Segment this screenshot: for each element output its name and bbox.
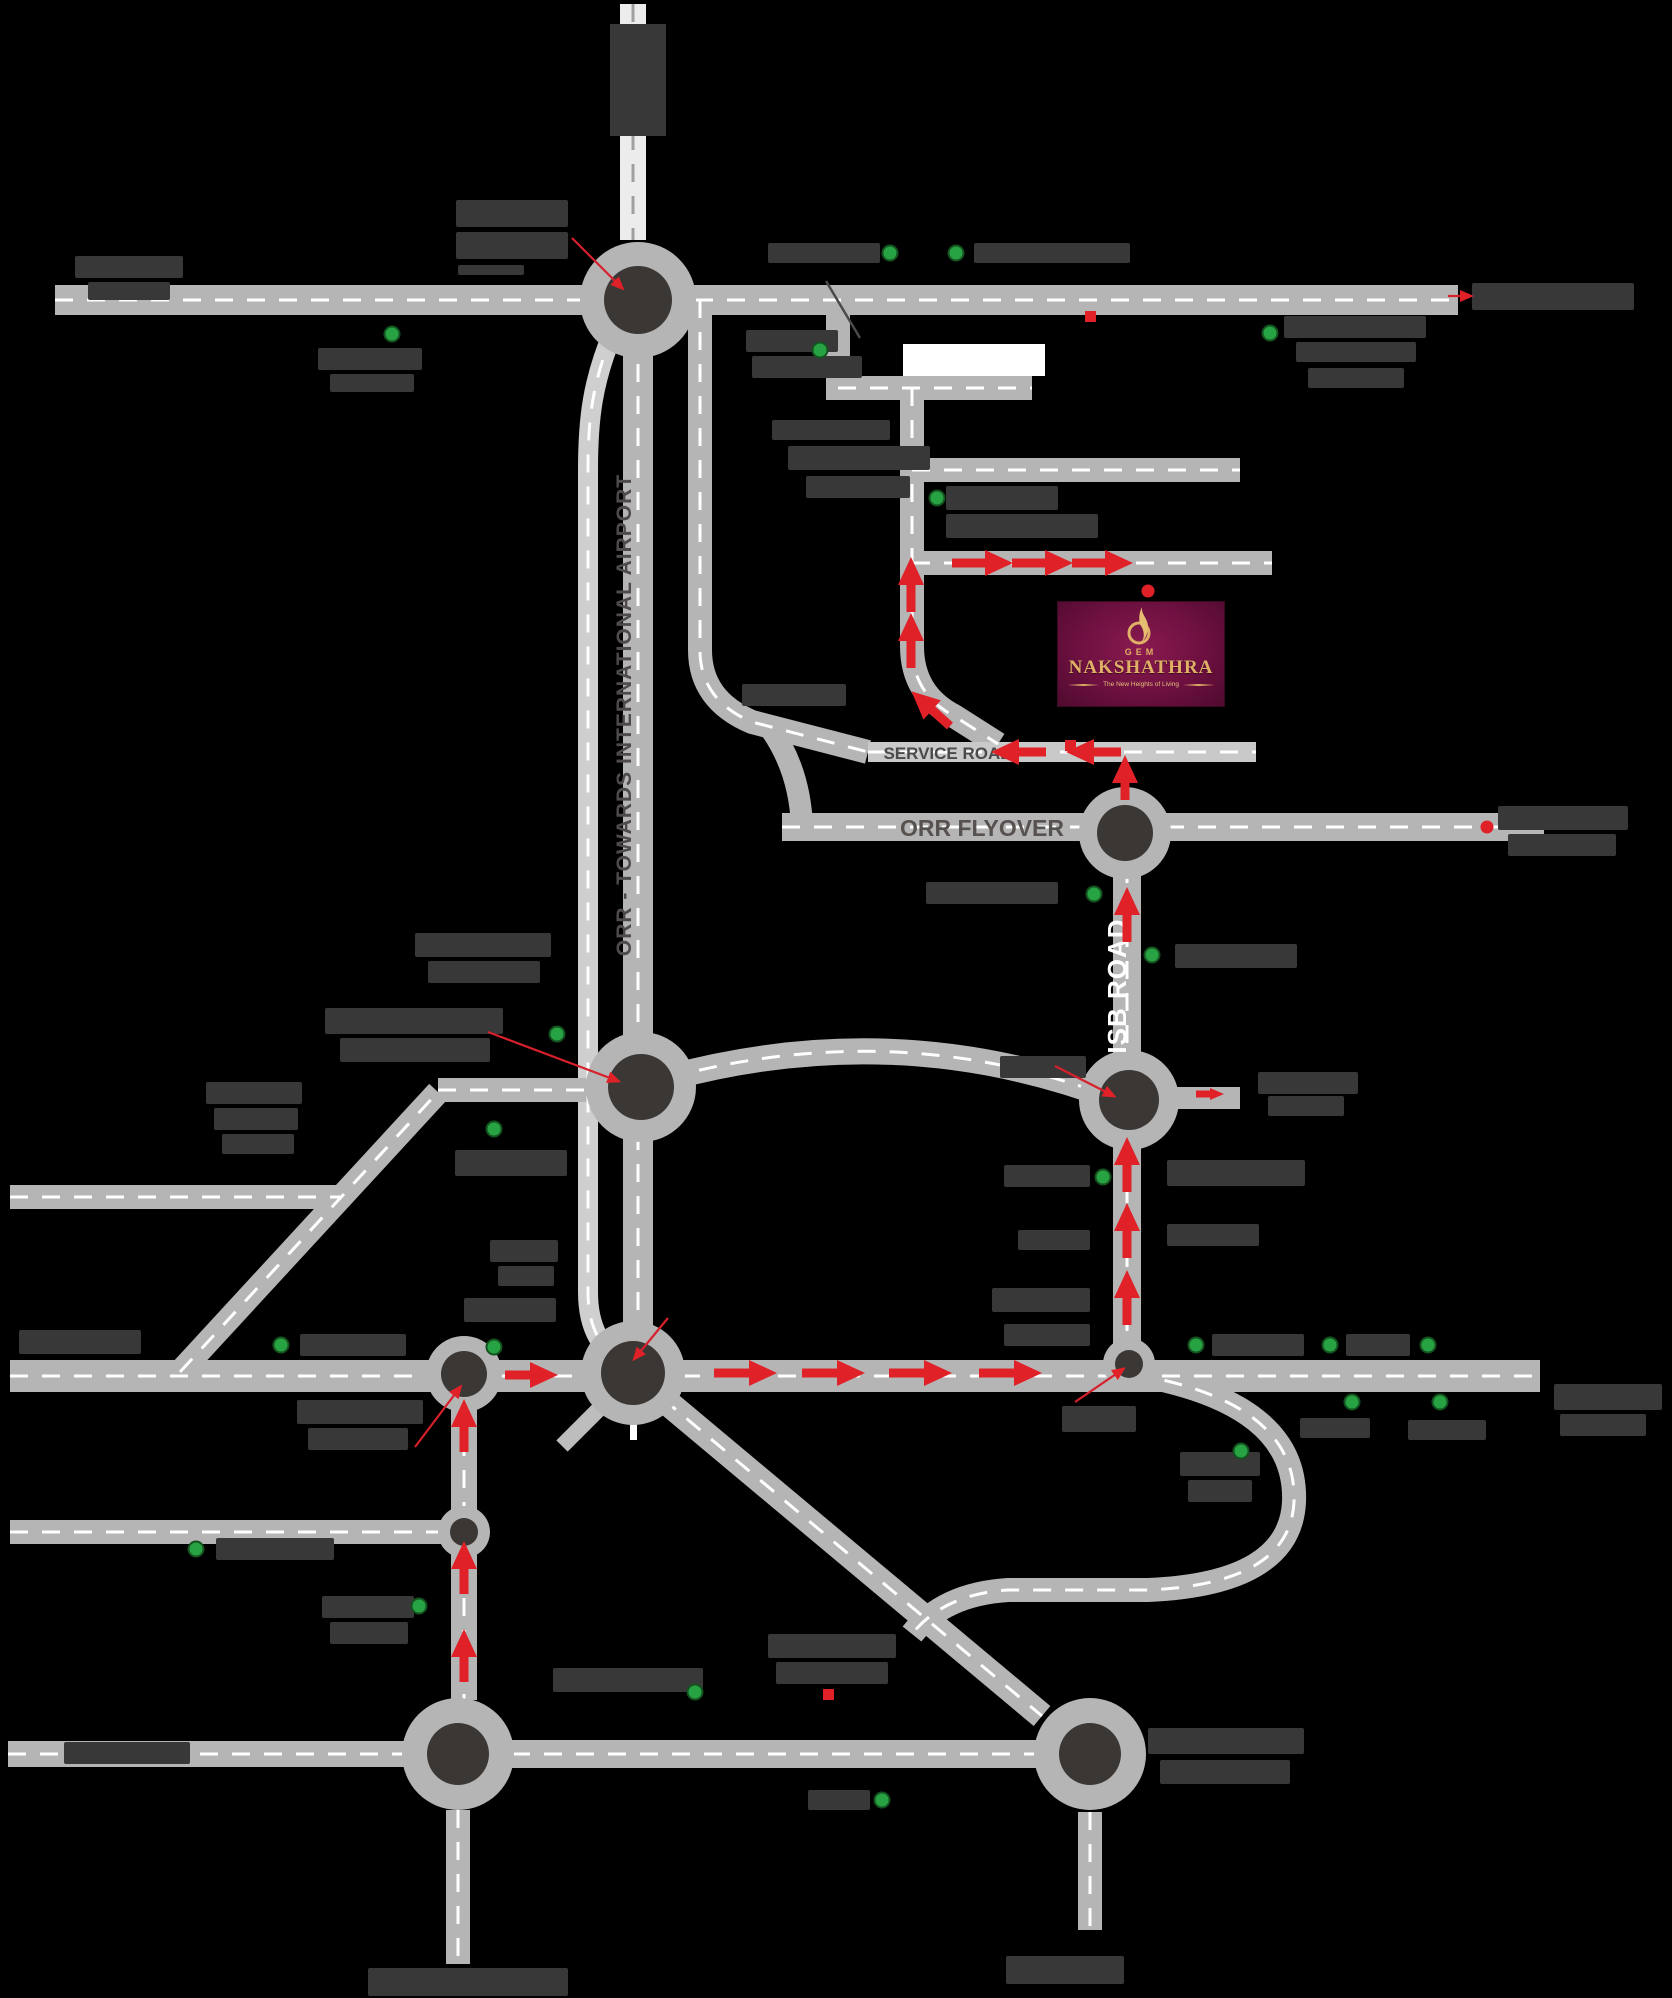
route-arrows [451, 550, 1224, 1682]
logo-name-text: NAKSHATHRA [1068, 657, 1214, 678]
landmark-markers-red [823, 311, 1494, 1700]
road-label-texts: ORR - TOWARDS INTERNATIONAL AIRPORT ISB … [613, 474, 1132, 1054]
landmark-markers-green [187, 244, 1449, 1809]
label-leader-line [824, 280, 862, 339]
junction [426, 1336, 502, 1412]
flame-gem-icon [1127, 607, 1151, 645]
leader-arrows [414, 237, 1474, 1448]
logo-tagline-text: The New Heights of Living [1103, 681, 1179, 688]
tagline-rule-left [1067, 683, 1100, 686]
junction [438, 1506, 490, 1558]
orr-airport-road-label: ORR - TOWARDS INTERNATIONAL AIRPORT [613, 474, 636, 956]
junction [1079, 787, 1171, 879]
service-road-label: SERVICE ROAD [883, 744, 1012, 763]
orr-flyover-label: ORR FLYOVER [900, 815, 1064, 841]
junction [581, 1321, 685, 1425]
tagline-rule-right [1182, 683, 1215, 686]
logo-tagline-row: The New Heights of Living [1067, 681, 1215, 688]
junction [1079, 1050, 1179, 1150]
junction [402, 1698, 514, 1810]
junction [580, 242, 696, 358]
junction [586, 1032, 696, 1142]
project-location-dot [1141, 584, 1155, 598]
gem-nakshathra-logo: GEM NAKSHATHRA The New Heights of Living [1058, 602, 1224, 706]
junction [1103, 1338, 1155, 1390]
logo-brand-text: GEM [1124, 647, 1158, 657]
junction [1034, 1698, 1146, 1810]
label-blocks [19, 24, 1662, 1996]
